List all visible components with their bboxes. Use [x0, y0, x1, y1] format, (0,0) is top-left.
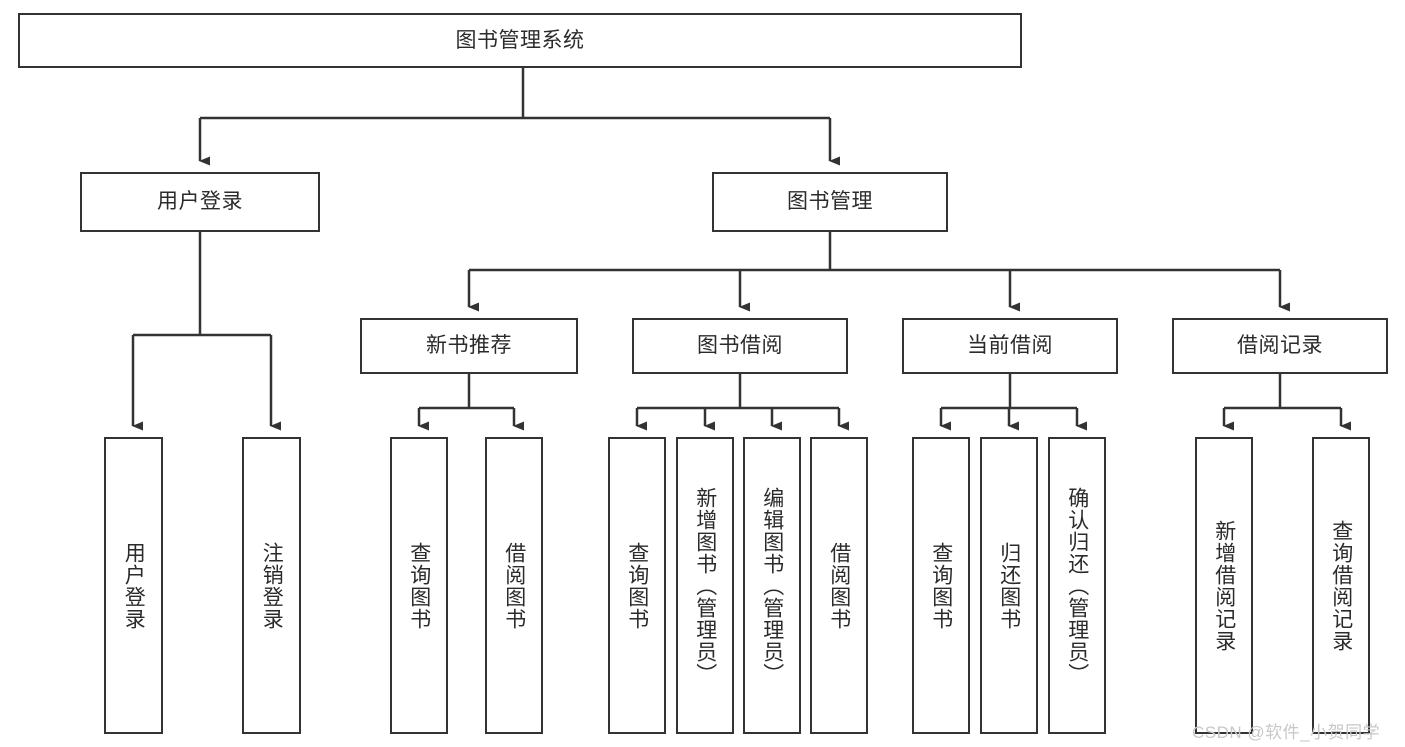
node-label: 借阅记录	[1237, 334, 1323, 358]
node-label: 图书管理	[787, 190, 873, 214]
node-label: 新增图书（管理员）	[693, 486, 717, 685]
node-root[interactable]: 图书管理系统	[18, 13, 1022, 68]
node-leaf-query-book-rec[interactable]: 查询图书	[390, 437, 448, 734]
node-label: 图书管理系统	[455, 28, 585, 52]
node-label: 借阅图书	[502, 541, 526, 630]
node-label: 查询图书	[929, 541, 953, 630]
node-borrow-record[interactable]: 借阅记录	[1172, 318, 1388, 374]
node-label: 用户登录	[122, 541, 146, 630]
node-new-book-recommend[interactable]: 新书推荐	[360, 318, 578, 374]
node-current-borrow[interactable]: 当前借阅	[902, 318, 1118, 374]
node-label: 确认归还（管理员）	[1065, 486, 1089, 685]
node-leaf-user-logout[interactable]: 注销登录	[242, 437, 301, 734]
node-label: 查询借阅记录	[1329, 519, 1353, 652]
node-leaf-return-book[interactable]: 归还图书	[980, 437, 1038, 734]
node-label: 借阅图书	[827, 541, 851, 630]
node-leaf-query-book-current[interactable]: 查询图书	[912, 437, 970, 734]
node-leaf-add-borrow-record[interactable]: 新增借阅记录	[1195, 437, 1253, 734]
node-label: 查询图书	[407, 541, 431, 630]
node-leaf-query-borrow-record[interactable]: 查询借阅记录	[1312, 437, 1370, 734]
node-leaf-query-book-borrow[interactable]: 查询图书	[608, 437, 666, 734]
node-leaf-borrow-book[interactable]: 借阅图书	[810, 437, 868, 734]
node-label: 新书推荐	[426, 334, 512, 358]
connector-paths	[131, 68, 1351, 431]
node-user-login[interactable]: 用户登录	[80, 172, 320, 232]
node-label: 图书借阅	[697, 334, 783, 358]
node-label: 当前借阅	[967, 334, 1053, 358]
node-label: 查询图书	[625, 541, 649, 630]
node-label: 编辑图书（管理员）	[760, 486, 784, 685]
node-label: 归还图书	[997, 541, 1021, 630]
node-label: 用户登录	[157, 190, 243, 214]
node-leaf-borrow-book-rec[interactable]: 借阅图书	[485, 437, 543, 734]
node-leaf-confirm-return-admin[interactable]: 确认归还（管理员）	[1048, 437, 1106, 734]
node-leaf-add-book-admin[interactable]: 新增图书（管理员）	[676, 437, 734, 734]
node-label: 注销登录	[260, 541, 284, 630]
node-leaf-user-login[interactable]: 用户登录	[104, 437, 163, 734]
node-book-management[interactable]: 图书管理	[712, 172, 948, 232]
node-label: 新增借阅记录	[1212, 519, 1236, 652]
node-book-borrow[interactable]: 图书借阅	[632, 318, 848, 374]
node-leaf-edit-book-admin[interactable]: 编辑图书（管理员）	[743, 437, 801, 734]
